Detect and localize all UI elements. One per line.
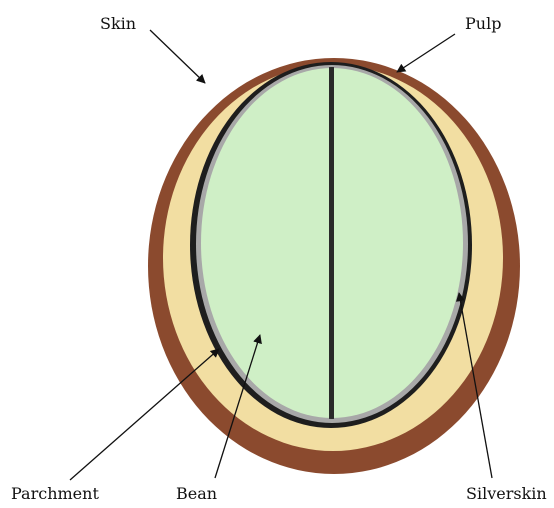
skin-arrow — [150, 30, 205, 83]
pulp-label: Pulp — [465, 14, 501, 33]
bean-label: Bean — [176, 484, 217, 503]
skin-label: Skin — [100, 14, 136, 33]
pulp-arrow — [397, 34, 455, 72]
parchment-arrow — [70, 349, 219, 480]
bean-center-divider — [329, 66, 334, 423]
parchment-label: Parchment — [11, 484, 99, 503]
silverskin-label: Silverskin — [466, 484, 547, 503]
